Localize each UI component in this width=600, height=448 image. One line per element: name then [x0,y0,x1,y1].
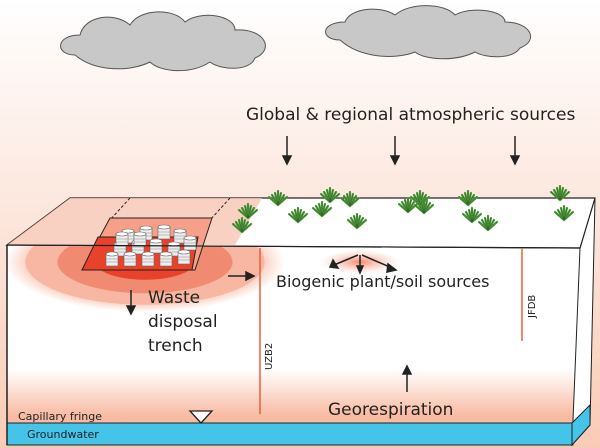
plants [231,184,575,234]
arrow-up-icon [401,364,413,392]
drum-icon [105,251,119,267]
plant-icon [346,212,368,230]
drum-icon [159,251,173,267]
plant-icon [319,186,341,204]
georespiration-label: Georespiration [328,400,454,420]
capillary-fringe-label: Capillary fringe [18,410,103,423]
arrow-down-icon [281,136,293,166]
plant-icon [549,184,571,202]
drum-icon [141,251,155,267]
atmospheric-sources-label: Global & regional atmospheric sources [246,105,576,125]
arrow-down-icon [389,136,401,166]
arrow-down-icon [509,136,521,166]
plant-icon [339,190,361,208]
plant-icon [237,202,259,220]
drum-icon [115,231,129,247]
borehole-uzb2-label: UZB2 [264,342,275,370]
plant-icon [457,189,479,207]
plant-icon [287,206,309,224]
biogenic-sources-label: Biogenic plant/soil sources [276,272,490,291]
plant-icon [461,206,483,224]
plant-icon [231,216,253,234]
drum-icon [183,235,197,251]
waste-label-line: Waste [148,288,201,308]
waste-drums [105,224,197,267]
drum-icon [173,228,187,244]
plant-icon [267,189,289,207]
arrow-left-down-icon [328,254,359,269]
drum-icon [177,249,191,265]
borehole-jfdb-label: JFDB [527,294,538,318]
waste-label-line: disposal [148,312,218,332]
waste-label-line: trench [148,336,203,356]
groundwater-label: Groundwater [27,428,99,441]
waste-trench-label: Waste disposal trench [148,286,218,358]
plant-icon [311,200,333,218]
plant-icon [553,204,575,222]
arrow-right-down-icon [361,254,398,273]
drum-icon [157,224,171,240]
plant-icon [397,196,419,214]
plant-icon [477,214,499,232]
plant-icon [409,189,431,207]
cloud-icon [325,5,532,60]
arrow-down-icon [125,290,137,316]
drum-icon [123,251,137,267]
drum-icon [133,231,147,247]
arrow-right-icon [228,270,256,282]
arrow-down-icon [355,255,365,275]
plant-icon [413,197,435,215]
water-table-icon [188,410,214,424]
cloud-icon [60,11,266,72]
